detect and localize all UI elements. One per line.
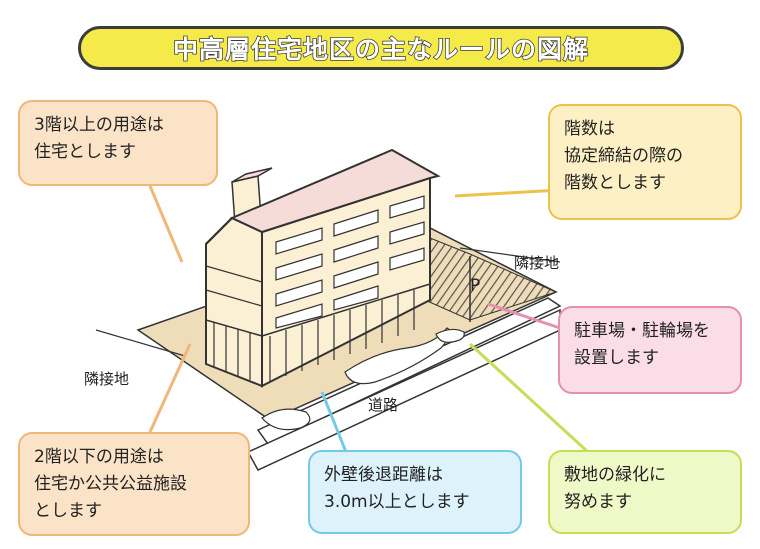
callout-line: 駐車場・駐輪場を — [574, 321, 710, 341]
callout-greening: 敷地の緑化に 努めます — [548, 450, 742, 534]
parking-mark: P — [470, 276, 481, 296]
title-banner: 中高層住宅地区の主なルールの図解 — [78, 26, 684, 70]
callout-line: 3.0m以上とします — [324, 492, 470, 512]
boundary-right — [459, 247, 561, 263]
callout-line: 住宅とします — [34, 142, 136, 162]
green-patch-3 — [435, 328, 465, 343]
callout-line: 3階以上の用途は — [34, 115, 164, 135]
callout-parking: 駐車場・駐輪場を 設置します — [558, 306, 742, 394]
callout-line: 敷地の緑化に — [564, 465, 666, 485]
neighbor-right-label: 隣接地 — [514, 254, 560, 272]
callout-line: 外壁後退距離は — [324, 465, 443, 485]
callout-line: 階数とします — [564, 173, 666, 193]
callout-lower-use: 2階以下の用途は 住宅か公共公益施設 とします — [18, 432, 250, 536]
page-title: 中高層住宅地区の主なルールの図解 — [172, 34, 589, 65]
callout-line: 住宅か公共公益施設 — [34, 474, 187, 494]
chimney-top — [231, 167, 273, 183]
ground-floor-columns — [213, 290, 415, 382]
callout-line: 努めます — [564, 492, 632, 512]
neighbor-left-label: 隣接地 — [84, 370, 130, 388]
boundary-left — [95, 329, 186, 357]
callout-pointers — [148, 185, 590, 454]
callout-upper-use: 3階以上の用途は 住宅とします — [18, 100, 218, 186]
callout-line: 階数は — [564, 119, 615, 139]
callout-floors: 階数は 協定締結の際の 階数とします — [548, 104, 742, 220]
callout-line: とします — [34, 501, 102, 521]
callout-line: 協定締結の際の — [564, 146, 683, 166]
building-roof — [229, 148, 441, 234]
green-patch-1 — [261, 408, 311, 431]
callout-setback: 外壁後退距離は 3.0m以上とします — [308, 450, 522, 534]
callout-line: 設置します — [574, 348, 659, 368]
windows-long-side — [275, 195, 425, 329]
callout-line: 2階以下の用途は — [34, 447, 164, 467]
road-label: 道路 — [368, 396, 399, 414]
